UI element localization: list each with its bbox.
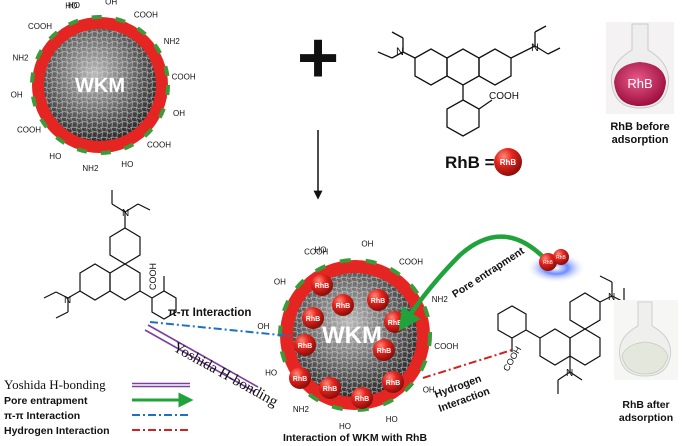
adsorbed-rhb-bead bbox=[382, 371, 404, 393]
rhb-equation-label: RhB = bbox=[445, 153, 495, 172]
flask-before-label: RhB bbox=[627, 76, 652, 91]
right-rhb-n-bottom: N bbox=[566, 368, 573, 379]
top-wkm-particle: WKM bbox=[30, 15, 170, 155]
adsorbed-rhb-bead-label: RhB bbox=[386, 380, 400, 387]
glow-bead-1 bbox=[539, 253, 557, 271]
adsorbed-rhb-bead bbox=[351, 387, 373, 409]
rhb-bead-label: RhB bbox=[500, 158, 517, 167]
functional-group-label: OH bbox=[361, 240, 373, 249]
functional-group-label: COOH bbox=[147, 141, 171, 150]
adsorbed-rhb-bead-label: RhB bbox=[306, 316, 320, 323]
functional-group-label: COOH bbox=[134, 10, 158, 19]
flask-after-caption-2: adsorption bbox=[619, 412, 673, 424]
functional-group-label: NH2 bbox=[432, 295, 449, 304]
adsorbed-rhb-bead bbox=[367, 289, 389, 311]
functional-group-label: COOH bbox=[399, 258, 423, 267]
functional-group-label: COOH bbox=[172, 72, 196, 81]
adsorbed-rhb-bead bbox=[294, 334, 316, 356]
functional-group-label: NH2 bbox=[293, 405, 310, 414]
rhb-n-left: N bbox=[396, 46, 404, 58]
adsorbed-rhb-bead-label: RhB bbox=[323, 386, 337, 393]
left-rhb-n-top: N bbox=[122, 208, 129, 219]
glow-bead-2 bbox=[553, 249, 569, 265]
functional-group-label: COOH bbox=[17, 126, 41, 135]
top-particle-texture bbox=[44, 29, 156, 141]
glow-bead-1-label: RhB bbox=[543, 260, 553, 266]
rhb-structure bbox=[377, 25, 561, 137]
functional-group-label: HO bbox=[386, 415, 398, 424]
flask-after-photo bbox=[614, 300, 678, 380]
functional-group-label: HO bbox=[121, 160, 133, 169]
top-particle-label: WKM bbox=[75, 75, 125, 97]
interaction-particle-label: WKM bbox=[322, 322, 382, 349]
left-rhb-n-bottom: N bbox=[64, 295, 71, 306]
flask-before-caption-1: RhB before bbox=[610, 121, 669, 133]
adsorbed-rhb-bead-label: RhB bbox=[371, 298, 385, 305]
functional-group-label: OH bbox=[11, 91, 23, 100]
flask-before-photo: RhB bbox=[606, 22, 674, 114]
legend-label: π-π Interaction bbox=[4, 410, 80, 422]
functional-group-label: OH bbox=[257, 322, 269, 331]
functional-group-label: HO bbox=[49, 152, 61, 161]
pore-entrapment-arrow bbox=[398, 234, 550, 332]
pi-pi-interaction-line bbox=[149, 321, 291, 337]
adsorbed-rhb-bead-label: RhB bbox=[388, 320, 402, 327]
right-rhb-structure bbox=[497, 275, 625, 394]
adsorbed-rhb-bead bbox=[373, 339, 395, 361]
adsorbed-rhb-bead-label: RhB bbox=[336, 303, 350, 310]
functional-group-label: HO bbox=[339, 422, 351, 431]
adsorbed-rhb-bead-label: RhB bbox=[315, 283, 329, 290]
adsorbed-rhb-bead-label: RhB bbox=[355, 396, 369, 403]
adsorbed-rhb-bead bbox=[311, 274, 333, 296]
adsorbed-rhb-bead-label: RhB bbox=[377, 348, 391, 355]
adsorbed-rhb-bead bbox=[289, 367, 311, 389]
flask-before-caption-2: adsorption bbox=[612, 134, 669, 146]
rhb-cooh-label: COOH bbox=[489, 91, 519, 102]
functional-group-label: OH bbox=[274, 278, 286, 287]
functional-group-label: COOH bbox=[434, 342, 458, 351]
functional-group-label: OH bbox=[423, 386, 435, 395]
adsorbed-rhb-bead-label: RhB bbox=[293, 376, 307, 383]
adsorbed-rhb-bead bbox=[319, 377, 341, 399]
functional-group-label: NH2 bbox=[12, 54, 29, 63]
adsorbed-rhb-bead-label: RhB bbox=[298, 343, 312, 350]
functional-group-label: OH bbox=[105, 0, 117, 6]
functional-group-label: COOH bbox=[304, 247, 328, 256]
functional-group-label: HO bbox=[65, 2, 77, 11]
yoshida-bond-lines bbox=[144, 324, 259, 393]
rhb-bead bbox=[494, 148, 522, 176]
adsorbed-rhb-bead bbox=[302, 307, 324, 329]
functional-group-label: HO bbox=[265, 369, 277, 378]
adsorbed-rhb-beads: RhB RhB RhB RhB RhB RhB RhB RhB RhB RhB RhB bbox=[289, 274, 406, 409]
functional-group-label: COOH bbox=[28, 22, 52, 31]
legend-label: Pore entrapment bbox=[4, 395, 88, 407]
right-rhb-cooh-label: COOH bbox=[501, 345, 523, 373]
legend-label: Yoshida H-bonding bbox=[4, 377, 106, 392]
left-rhb-cooh-label: COOH bbox=[148, 263, 158, 290]
functional-group-label: HO bbox=[68, 1, 80, 10]
legend-label: Hydrogen Interaction bbox=[4, 425, 110, 437]
flask-after-caption-1: RhB after bbox=[622, 399, 669, 411]
hydrogen-interaction-line bbox=[422, 349, 513, 379]
functional-group-label: NH2 bbox=[164, 37, 181, 46]
left-rhb-structure bbox=[43, 190, 177, 320]
plus-sign: + bbox=[297, 18, 339, 98]
functional-group-label: HO bbox=[315, 245, 327, 254]
rhb-n-right: N bbox=[531, 42, 539, 54]
right-rhb-n-top: N bbox=[608, 292, 615, 303]
interaction-caption: Interaction of WKM with RhB bbox=[283, 432, 427, 444]
pi-pi-label: π-π Interaction bbox=[168, 307, 251, 319]
functional-group-label: OH bbox=[173, 109, 185, 118]
top-particle-green-coat bbox=[30, 15, 170, 155]
functional-group-label: NH2 bbox=[82, 164, 99, 173]
adsorbed-rhb-bead bbox=[332, 294, 354, 316]
glow-bead-2-label: RhB bbox=[556, 255, 566, 261]
